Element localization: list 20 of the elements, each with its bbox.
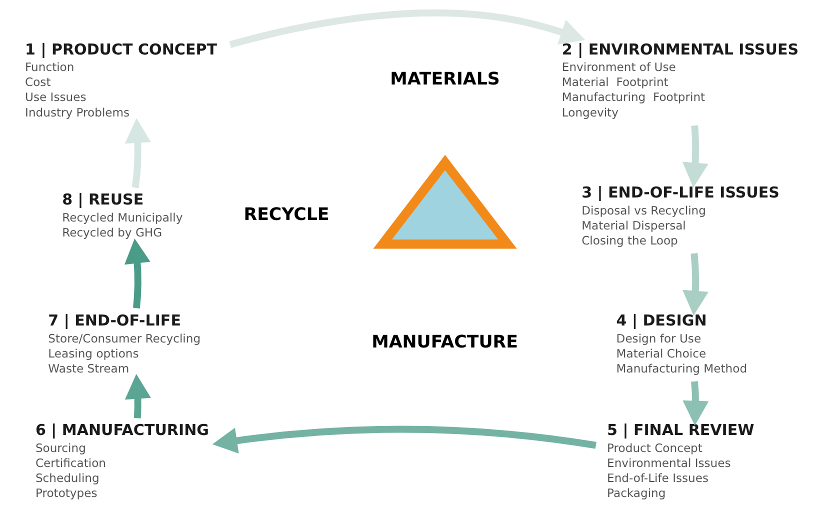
arrow — [682, 381, 709, 426]
node-text: 7 | END-OF-LIFE Store/Consumer Recycling Leasing options Waste Stream — [48, 312, 201, 376]
arrow — [124, 118, 151, 188]
node-text: 1 | PRODUCT CONCEPT Function Cost Use Issues Industry Problems — [25, 40, 217, 120]
node-text: 2 | ENVIRONMENTAL ISSUES Environment of Use Material Footprint Manufacturing Footprint Longevity — [562, 40, 799, 120]
arrow — [682, 125, 708, 188]
arrow — [682, 253, 708, 316]
label: MATERIALS — [390, 69, 500, 90]
node-text: 6 | MANUFACTURING Sourcing Certification Scheduling Prototypes — [35, 420, 209, 500]
arrow — [124, 374, 151, 418]
node-text: 3 | END-OF-LIFE ISSUES Disposal vs Recycling Material Dispersal Closing the Loop — [582, 184, 780, 248]
arrow — [229, 9, 586, 48]
arrow — [212, 426, 596, 454]
label: RECYCLE — [244, 204, 330, 225]
node-triangle — [373, 154, 517, 249]
label: MANUFACTURE — [372, 332, 518, 353]
node-text: 4 | DESIGN Design for Use Material Choice Manufacturing Method — [616, 312, 748, 376]
node-text: 5 | FINAL REVIEW Product Concept Environmental Issues End-of-Life Issues Packaging — [607, 420, 754, 500]
arrow — [124, 238, 150, 309]
node-text: 8 | REUSE Recycled Municipally Recycled by GHG — [62, 190, 183, 240]
